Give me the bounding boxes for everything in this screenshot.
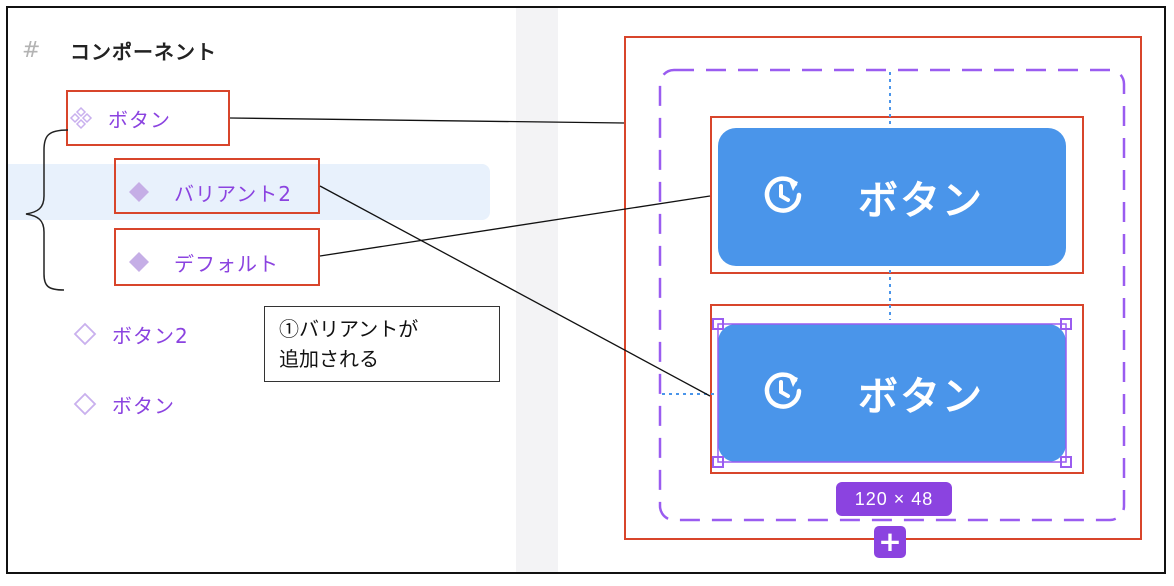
layer-item-label: ボタン2 (112, 323, 189, 348)
frame-hash-icon: # (22, 37, 41, 63)
variant-filled-icon (129, 182, 149, 202)
annotation-box-variant2 (114, 158, 320, 214)
component-outline-icon (73, 322, 97, 346)
variant-filled-icon (129, 252, 149, 272)
annotation-box-variant2-canvas (710, 304, 1084, 474)
callout-line-1: ①バリアントが (279, 319, 419, 341)
annotation-box-component-set (66, 90, 230, 146)
annotation-callout: ①バリアントが 追加される (264, 306, 500, 382)
layer-item-component-set[interactable]: ボタン (68, 98, 171, 138)
component-set-icon (69, 106, 93, 130)
callout-line-2: 追加される (279, 349, 379, 371)
add-variant-button[interactable]: + (874, 526, 906, 558)
layer-item-button2[interactable]: ボタン2 (72, 314, 189, 354)
layers-panel: # コンポーネント ボタン バリアント2 (8, 8, 516, 572)
page-title: コンポーネント (70, 39, 217, 64)
annotation-box-default-canvas (710, 116, 1084, 274)
layer-item-label: ボタン (112, 393, 175, 418)
component-outline-icon (73, 392, 97, 416)
layer-item-label: ボタン (108, 107, 171, 132)
layer-item-label: デフォルト (174, 251, 279, 276)
screenshot-frame: # コンポーネント ボタン バリアント2 (6, 6, 1166, 574)
panel-divider (516, 8, 558, 572)
layer-item-button[interactable]: ボタン (72, 384, 175, 424)
layer-item-variant2[interactable]: バリアント2 (126, 172, 292, 212)
layer-item-default[interactable]: デフォルト (126, 242, 279, 282)
size-badge: 120 × 48 (836, 482, 952, 516)
layer-item-label: バリアント2 (174, 181, 292, 206)
annotation-box-default (114, 228, 320, 286)
layers-header: # コンポーネント (22, 32, 217, 68)
